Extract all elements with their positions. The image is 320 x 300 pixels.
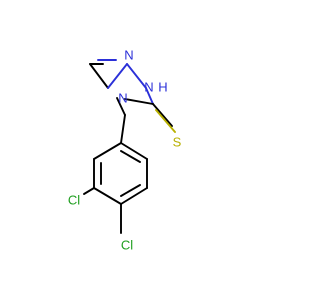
bond-c1-n4 [124, 98, 154, 105]
atom-chlorine-1: Cl [68, 192, 80, 207]
bond-ar1-ar2 [93, 142, 122, 160]
bond-c1-s-double [155, 109, 176, 133]
bond-ar3-ar4 [93, 187, 122, 205]
bond-ar4-ar5 [120, 187, 148, 205]
molecule-canvas: N N N H S Cl Cl [67, 47, 182, 253]
bond-ar6-ar1 [120, 142, 148, 160]
molecule-svg: N N N H S Cl Cl [68, 47, 182, 252]
atom-nitrogen-3: N [144, 79, 153, 94]
bond-aromatic-inner-3 [120, 150, 141, 163]
atom-sulfur: S [173, 134, 182, 149]
bond-c5-n4 [89, 63, 109, 89]
atom-chlorine-2: Cl [121, 237, 133, 252]
bond-ch2-aryl [120, 114, 126, 144]
atom-hydrogen: H [158, 79, 167, 94]
bond-ar3-cl1 [83, 187, 95, 195]
atom-nitrogen-2: N [118, 90, 127, 105]
atom-nitrogen-1: N [124, 47, 133, 62]
bond-n4-ch2 [116, 97, 126, 116]
bond-aromatic-inner-2 [120, 184, 141, 197]
bond-n4-n3 [107, 63, 128, 89]
bond-n3-n2 [126, 63, 147, 89]
bond-c1-s [152, 103, 173, 127]
bond-n2-c1 [145, 87, 154, 105]
